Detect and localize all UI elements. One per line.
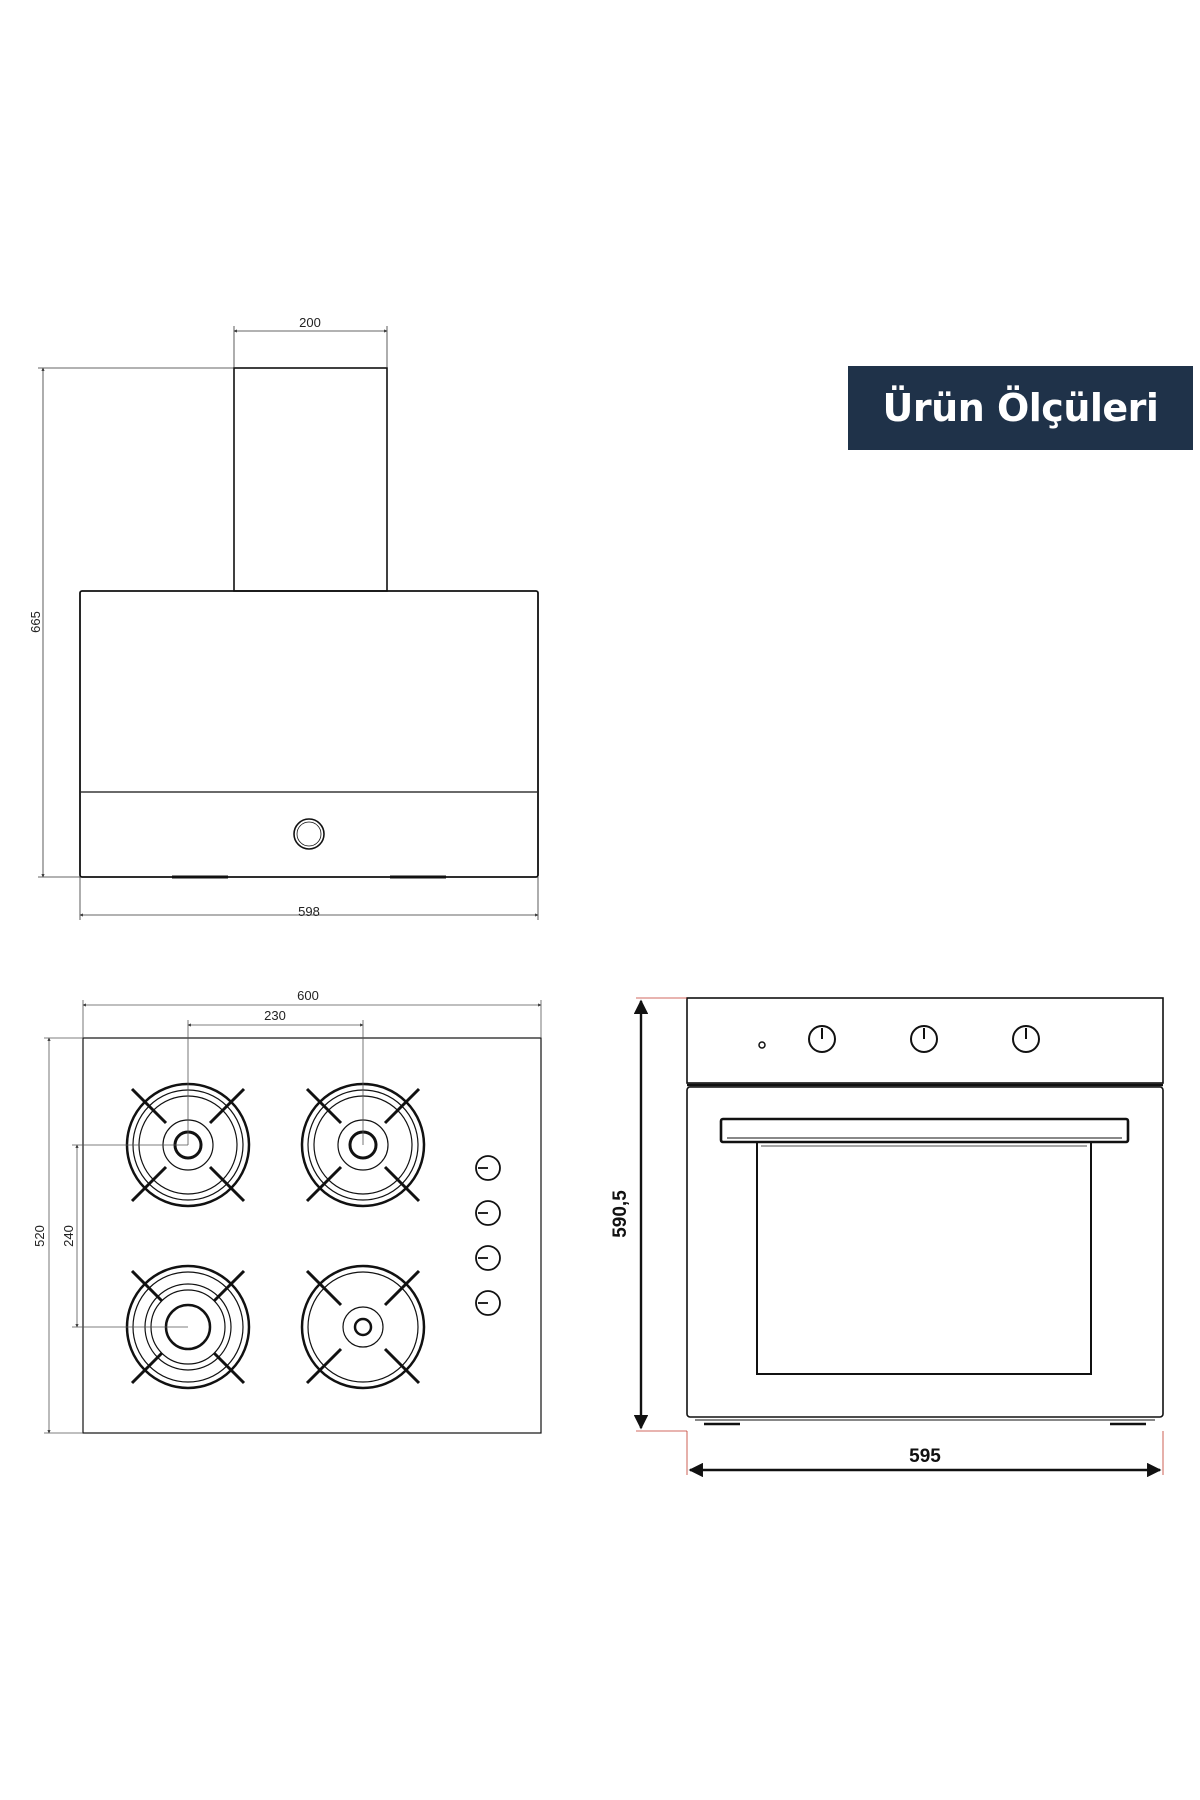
hob-knob-3-icon [475, 1245, 501, 1271]
oven-height-label: 590,5 [610, 1190, 631, 1238]
hood-dimensions [38, 326, 539, 920]
oven-window [756, 1141, 1092, 1375]
hob-width-label: 600 [297, 988, 319, 1003]
hob-plate [82, 1037, 542, 1434]
hob-burner-spacing-y-label: 240 [61, 1225, 76, 1247]
page-title: Ürün Ölçüleri [882, 386, 1159, 430]
title-badge: Ürün Ölçüleri [848, 366, 1193, 450]
hob-knob-1-icon [475, 1155, 501, 1181]
hob-depth-label: 520 [32, 1225, 47, 1247]
hood-knob-icon [293, 818, 325, 850]
oven-handle [719, 1117, 1130, 1144]
oven-width-label: 595 [909, 1446, 941, 1467]
hob-dimensions [44, 1000, 542, 1434]
oven-knob-2-icon [910, 1025, 938, 1053]
hood-canopy [79, 590, 539, 878]
oven-knob-1-icon [808, 1025, 836, 1053]
oven-drawing [686, 997, 1164, 1426]
oven-dimensions [633, 997, 1164, 1478]
oven-knob-3-icon [1012, 1025, 1040, 1053]
hood-height-label: 665 [28, 611, 43, 633]
hood-width-label: 598 [298, 904, 320, 919]
burner-bottom-right-icon [300, 1264, 426, 1390]
hood-drawing [79, 367, 539, 879]
oven-control-panel [686, 997, 1164, 1084]
hood-chimney [233, 367, 388, 592]
hood-chimney-width-label: 200 [299, 315, 321, 330]
hob-knob-2-icon [475, 1200, 501, 1226]
oven-indicator-icon [758, 1041, 766, 1049]
hob-drawing [82, 1037, 542, 1434]
hob-burner-spacing-x-label: 230 [264, 1008, 286, 1023]
oven-door [686, 1086, 1164, 1418]
hob-knob-4-icon [475, 1290, 501, 1316]
